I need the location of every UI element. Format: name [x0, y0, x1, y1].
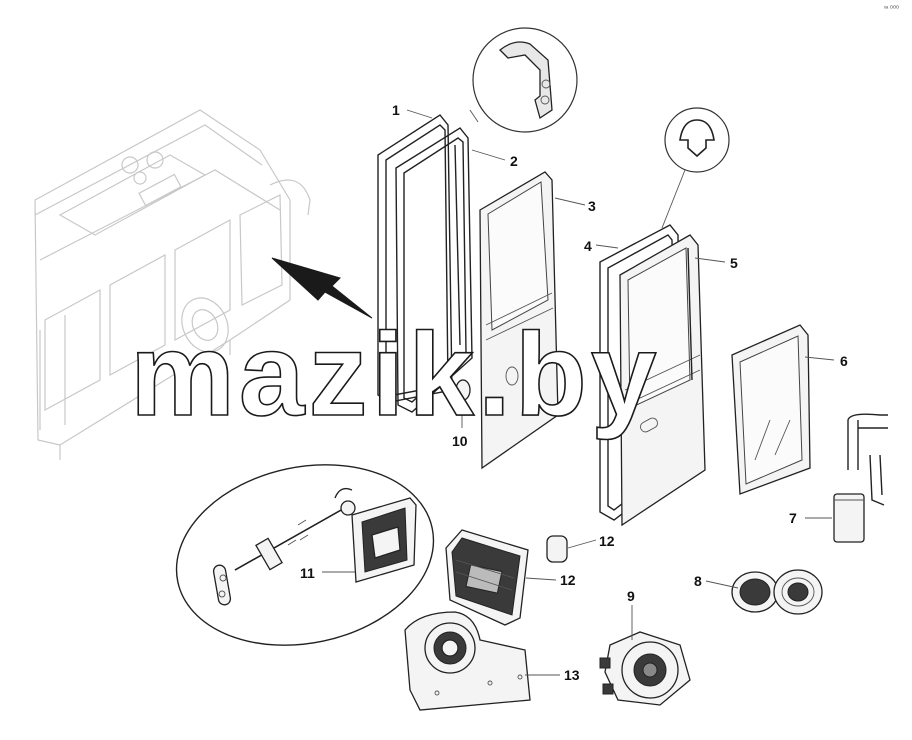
part-13-speaker	[404, 611, 531, 711]
callout-5: 5	[730, 255, 738, 271]
part-2-channel	[454, 144, 461, 346]
part-3-door-leaf	[479, 171, 559, 470]
callout-12-fuse: 12	[599, 533, 615, 549]
callout-7: 7	[789, 510, 797, 526]
part-10-knob	[455, 379, 471, 401]
callout-13: 13	[564, 667, 580, 683]
part-11-lock-mechanism	[212, 487, 417, 606]
leader-lines	[322, 109, 835, 676]
corner-mark: ˣᵃ ᴼᴼᴼ	[884, 5, 899, 12]
callout-9: 9	[627, 588, 635, 604]
callout-labels: 1 2 3 4 5 6 7 8 9 10 11 12 12 13	[300, 102, 848, 683]
part-8-filler-cap	[731, 569, 823, 615]
watermark: mazik.by	[130, 309, 660, 441]
seal-profile-detail-4	[664, 107, 730, 173]
callout-11: 11	[300, 565, 315, 581]
callout-12-module: 12	[560, 572, 576, 588]
part-11-group-outline	[175, 464, 435, 646]
callout-1: 1	[392, 102, 400, 118]
part-7-cylinder	[833, 413, 888, 543]
part-12-fuse	[546, 535, 568, 563]
leader-detail-4	[661, 169, 686, 229]
pointer-arrow	[271, 257, 373, 319]
callout-8: 8	[694, 573, 702, 589]
part-6-window	[731, 324, 811, 495]
leader-detail-1	[469, 109, 479, 123]
callout-10: 10	[452, 433, 468, 449]
callout-6: 6	[840, 353, 848, 369]
part-12-control-module	[445, 529, 529, 626]
bus-illustration	[34, 109, 311, 460]
part-2-door-seal	[395, 127, 473, 413]
part-5-door-leaf	[619, 234, 706, 527]
callout-4: 4	[584, 238, 592, 254]
part-1-door-seal	[377, 114, 453, 403]
callout-3: 3	[588, 198, 596, 214]
part-9-fog-lamp	[599, 631, 691, 706]
seal-profile-detail-1	[472, 27, 578, 133]
callout-2: 2	[510, 153, 518, 169]
